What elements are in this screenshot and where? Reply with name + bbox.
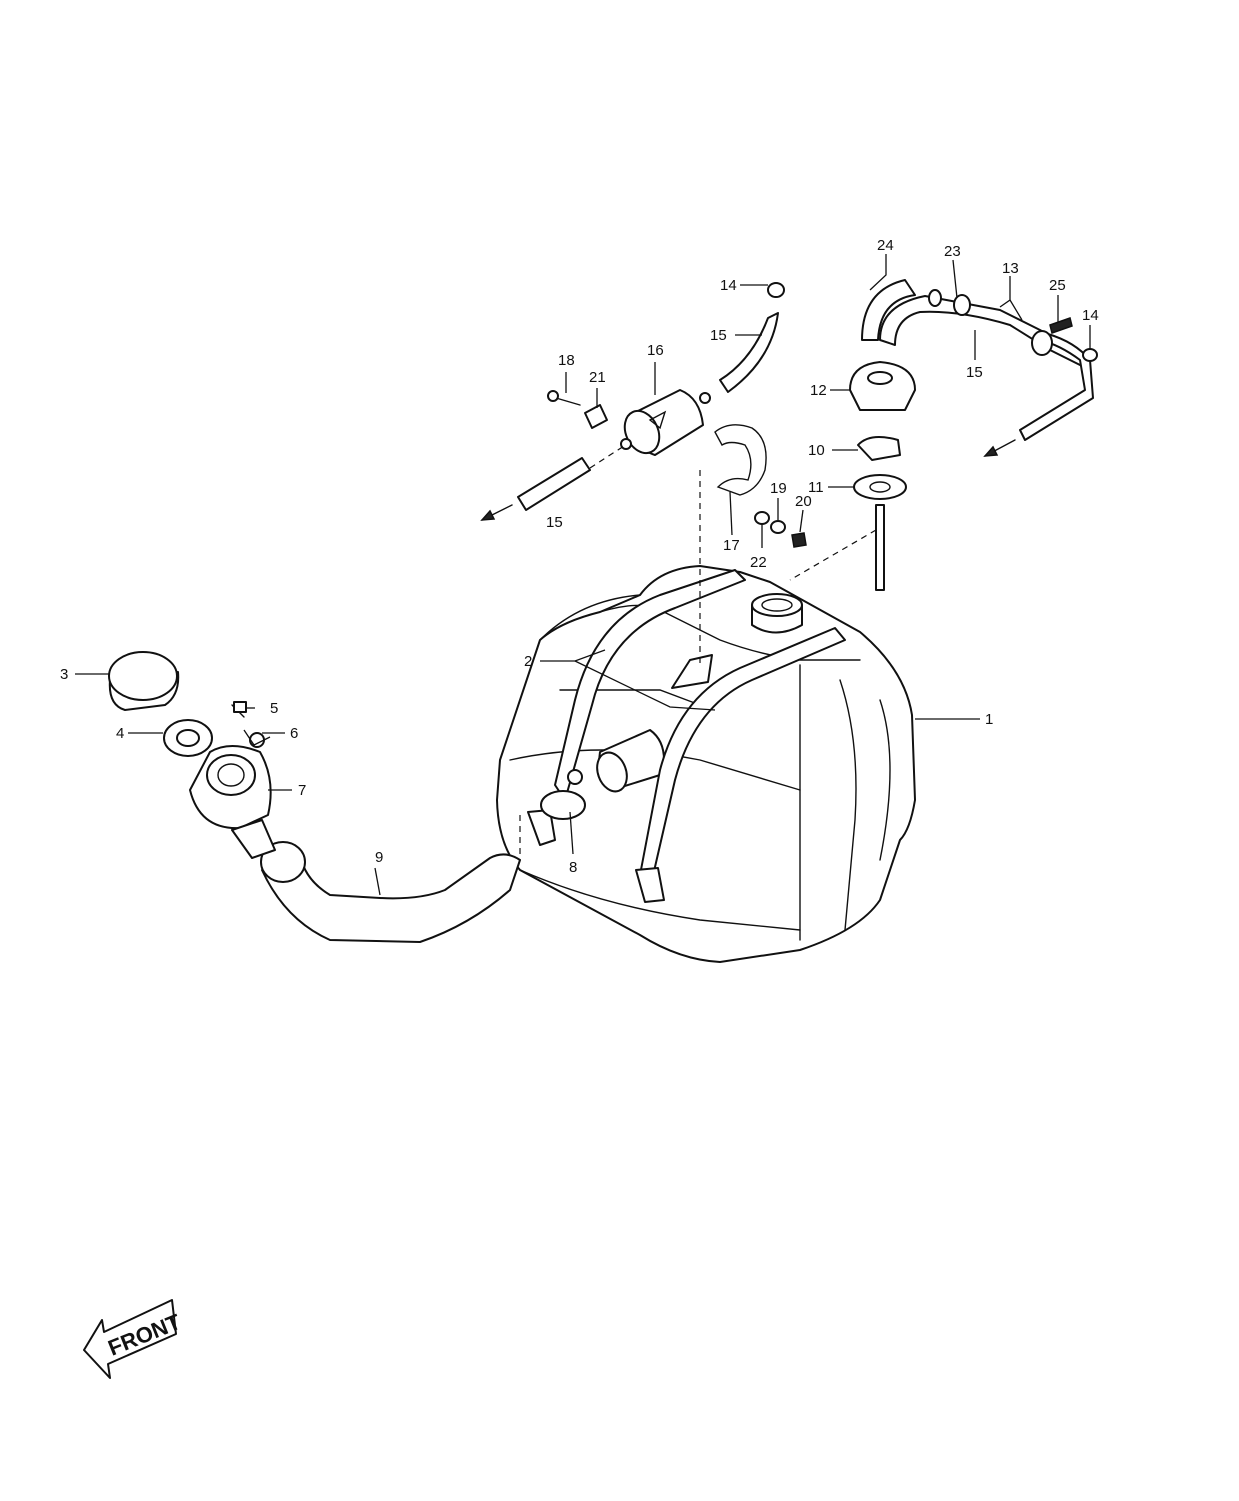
- washers-19-22: [754, 511, 807, 548]
- callout-18: 18: [558, 352, 575, 369]
- callout-15b: 15: [966, 364, 983, 381]
- fuel-pickup: [789, 279, 1098, 591]
- callout-1: 1: [985, 711, 993, 728]
- nut: [249, 732, 265, 748]
- hose-clip-14: [767, 282, 785, 298]
- callout-25: 25: [1049, 277, 1066, 294]
- callout-15a: 15: [710, 327, 727, 344]
- callout-19: 19: [770, 480, 787, 497]
- callout-14a: 14: [720, 277, 737, 294]
- callout-14b: 14: [1082, 307, 1099, 324]
- callout-3: 3: [60, 666, 68, 683]
- flow-arrows: [480, 439, 1016, 521]
- callouts: 1 2 3 4 5 6 7 8 9 10 11 12 13 14 14 15 1…: [60, 237, 1099, 876]
- tank-straps: [527, 569, 846, 903]
- callout-24: 24: [877, 237, 894, 254]
- filler-hose: [260, 815, 521, 943]
- callout-12: 12: [810, 382, 827, 399]
- fuel-filter: [620, 389, 711, 456]
- filler-cap: [108, 651, 180, 711]
- callout-22: 22: [750, 554, 767, 571]
- filter-clip-17: [714, 424, 767, 496]
- callout-2: 2: [524, 653, 532, 670]
- leader-lines: [75, 254, 1091, 896]
- callout-15c: 15: [546, 514, 563, 531]
- callout-5: 5: [270, 700, 278, 717]
- filler-neck: [189, 729, 276, 859]
- callout-9: 9: [375, 849, 383, 866]
- callout-8: 8: [569, 859, 577, 876]
- outlet-hose-15: [719, 312, 779, 393]
- hose-clamp: [540, 769, 586, 820]
- bracket-21: [584, 404, 608, 429]
- callout-21: 21: [589, 369, 606, 386]
- callout-23: 23: [944, 243, 961, 260]
- callout-16: 16: [647, 342, 664, 359]
- screw: [231, 701, 247, 718]
- front-direction-marker: FRONT: [83, 1299, 185, 1379]
- callout-13: 13: [1002, 260, 1019, 277]
- callout-7: 7: [298, 782, 306, 799]
- bolt-18: [547, 390, 581, 406]
- callout-11: 11: [808, 479, 824, 496]
- callout-10: 10: [808, 442, 825, 459]
- callout-4: 4: [116, 725, 124, 742]
- callout-20: 20: [795, 493, 812, 510]
- cap-gasket: [163, 719, 213, 757]
- inlet-hose-15: [517, 445, 625, 511]
- callout-17: 17: [723, 537, 740, 554]
- callout-6: 6: [290, 725, 298, 742]
